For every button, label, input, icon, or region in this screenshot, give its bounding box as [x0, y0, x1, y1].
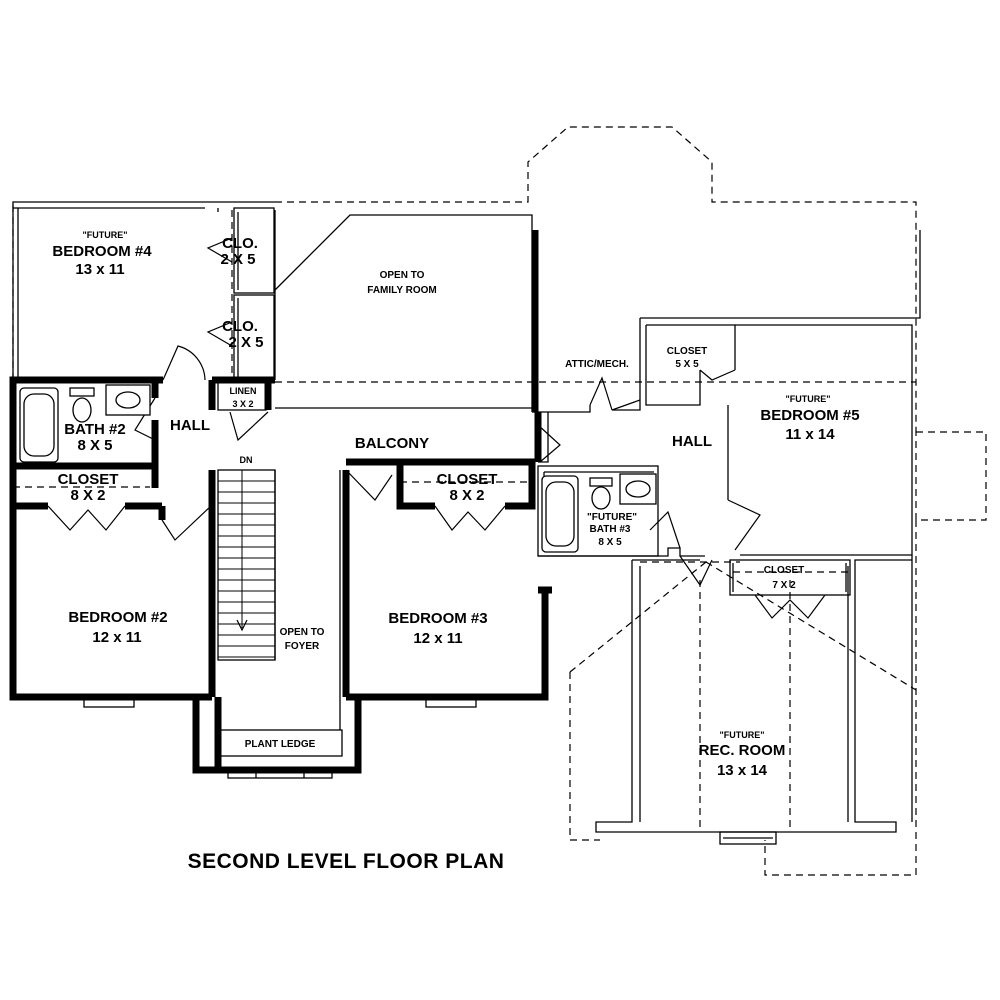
closet2-size: 2 X 5 — [228, 334, 263, 351]
closet1-size: 2 X 5 — [220, 251, 255, 268]
closet1-name: CLO. — [222, 235, 258, 252]
bath3-size: 8 X 5 — [598, 537, 622, 548]
bath2-size: 8 X 5 — [77, 437, 112, 454]
bath3-future-label: "FUTURE" — [587, 512, 637, 523]
plant-ledge-label: PLANT LEDGE — [245, 739, 316, 750]
bedroom2-size: 12 x 11 — [92, 629, 141, 646]
linen-name: LINEN — [230, 386, 257, 396]
attic-mech-label: ATTIC/MECH. — [565, 359, 629, 370]
bedroom4-future-label: "FUTURE" — [82, 230, 127, 240]
bath3-name: BATH #3 — [590, 524, 631, 535]
closet-mid-name: CLOSET — [437, 471, 498, 488]
bedroom2-name: BEDROOM #2 — [68, 609, 167, 626]
open-to-foyer-line2: FOYER — [285, 641, 320, 652]
open-to-foyer-line1: OPEN TO — [280, 627, 325, 638]
bedroom3-size: 12 x 11 — [413, 630, 462, 647]
bedroom3-name: BEDROOM #3 — [388, 610, 487, 627]
closet-mid-size: 8 X 2 — [449, 487, 484, 504]
room-labels: "FUTURE" BEDROOM #4 13 x 11 CLO. 2 X 5 C… — [52, 230, 859, 873]
closet-left-name: CLOSET — [58, 471, 119, 488]
closet2-name: CLO. — [222, 318, 258, 335]
closet-7x2-name: CLOSET — [764, 565, 805, 576]
bath2-name: BATH #2 — [64, 421, 125, 438]
bedroom4-size: 13 x 11 — [75, 261, 124, 278]
heavy-walls — [9, 230, 552, 774]
closet-5x5-size: 5 X 5 — [675, 359, 699, 370]
hall-left-label: HALL — [170, 417, 210, 434]
open-to-family-room-line1: OPEN TO — [380, 270, 425, 281]
balcony-label: BALCONY — [355, 435, 429, 452]
linen-size: 3 X 2 — [232, 399, 253, 409]
closet-left-size: 8 X 2 — [70, 487, 105, 504]
closet-7x2-size: 7 X 2 — [772, 580, 796, 591]
bedroom5-size: 11 x 14 — [785, 426, 835, 443]
rec-room-name: REC. ROOM — [699, 742, 786, 759]
rec-room-future-label: "FUTURE" — [719, 730, 764, 740]
stair-down-arrow-icon — [236, 619, 248, 632]
open-to-family-room-line2: FAMILY ROOM — [367, 285, 436, 296]
bedroom5-future-label: "FUTURE" — [785, 394, 830, 404]
dashed-outlines — [12, 126, 987, 876]
doors — [47, 237, 826, 619]
bedroom5-name: BEDROOM #5 — [760, 407, 859, 424]
rec-room-size: 13 x 14 — [717, 762, 768, 779]
floor-plan-title: SECOND LEVEL FLOOR PLAN — [188, 850, 505, 873]
closet-5x5-name: CLOSET — [667, 346, 708, 357]
stair-down-label: DN — [240, 455, 253, 465]
staircase — [217, 469, 276, 661]
fixtures — [19, 381, 657, 553]
bedroom4-name: BEDROOM #4 — [52, 243, 152, 260]
hall-right-label: HALL — [672, 433, 712, 450]
